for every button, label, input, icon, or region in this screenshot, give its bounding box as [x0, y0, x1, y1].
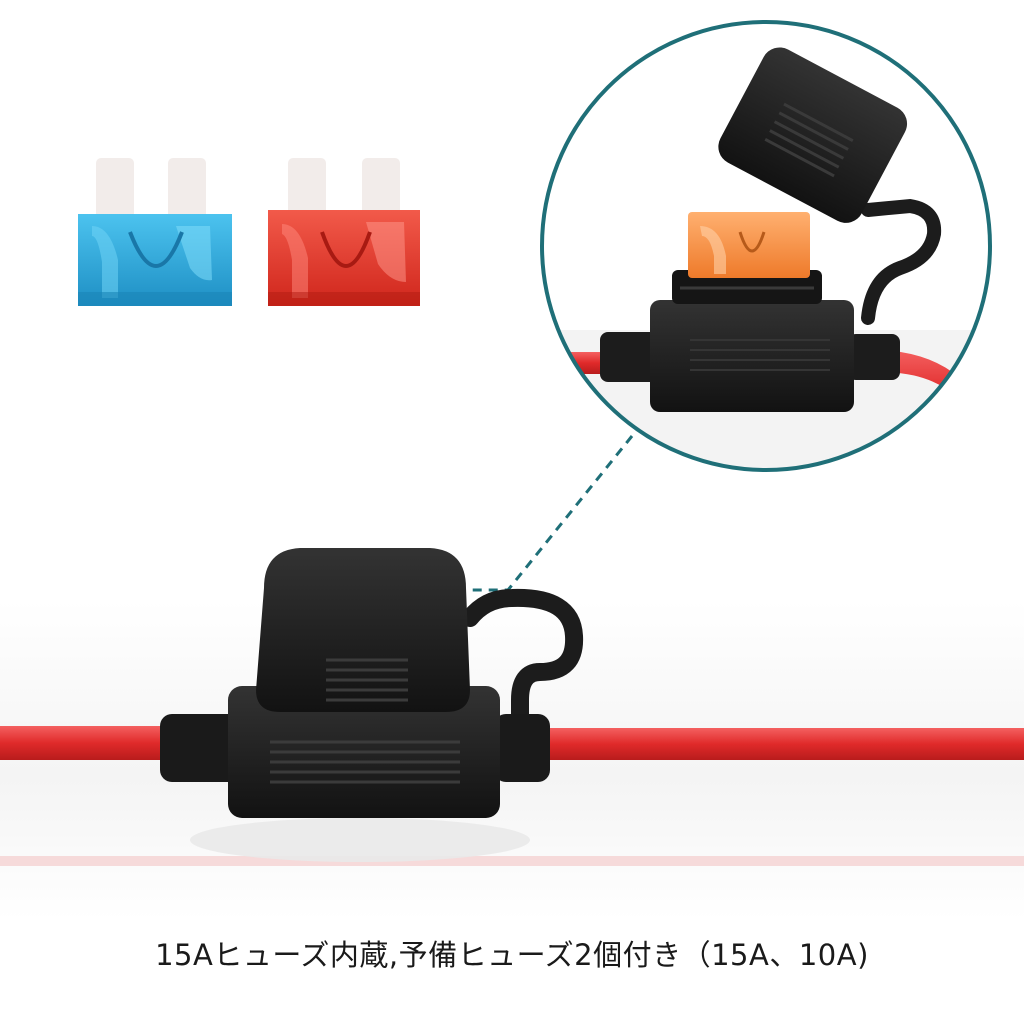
blue-spare-fuse — [78, 158, 232, 306]
fuse-holder — [160, 548, 584, 862]
red-spare-fuse — [268, 158, 420, 306]
red-wire — [0, 726, 1024, 866]
caption: 15Aヒューズ内蔵,予備ヒューズ2個付き（15A、10A) — [155, 938, 869, 972]
closeup-callout — [540, 20, 992, 472]
